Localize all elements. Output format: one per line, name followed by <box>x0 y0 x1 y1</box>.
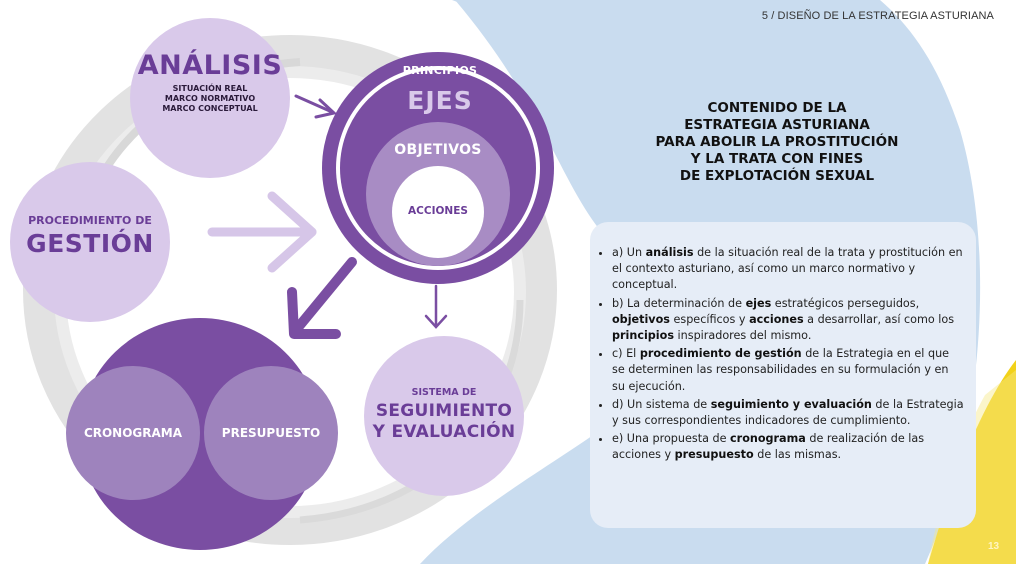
analisis-title: ANÁLISIS <box>137 50 283 81</box>
presupuesto-label: PRESUPUESTO <box>221 426 321 440</box>
content-title-line: DE EXPLOTACIÓN SEXUAL <box>679 168 875 184</box>
content-bold-term: principios <box>612 329 674 343</box>
content-text: e) Una propuesta de <box>612 432 731 446</box>
acciones-label: ACCIONES <box>408 205 468 217</box>
analisis-line-1: SITUACIÓN REAL <box>172 84 248 93</box>
content-text: b) La determinación de <box>612 296 746 310</box>
content-title-line: CONTENIDO DE LA <box>707 100 847 116</box>
content-bold-term: procedimiento de gestión <box>639 347 802 361</box>
section-label: 5 / DISEÑO DE LA ESTRATEGIA ASTURIANA <box>761 10 994 22</box>
analisis-circle <box>130 18 290 178</box>
content-text: a desarrollar, así como los <box>803 312 955 326</box>
procedimiento-line-1: PROCEDIMIENTO DE <box>28 214 152 227</box>
cronograma-label: CRONOGRAMA <box>83 426 183 440</box>
content-text: de realización de las acciones y <box>612 432 925 462</box>
content-list: a) Un análisis de la situación real de l… <box>596 245 964 466</box>
analisis-line-2: MARCO NORMATIVO <box>164 94 256 103</box>
content-text: inspiradores del mismo. <box>673 329 812 343</box>
content-title-line: Y LA TRATA CON FINES <box>690 151 864 167</box>
seguimiento-line-2: SEGUIMIENTO <box>375 401 513 421</box>
content-list-item: b) La determinación de ejes estratégicos… <box>612 296 964 345</box>
arrow-analisis-to-ejes <box>294 94 338 119</box>
content-bold-term: análisis <box>645 246 694 259</box>
content-list-item: c) El procedimiento de gestión de la Est… <box>612 346 964 395</box>
content-title: CONTENIDO DE LA ESTRATEGIA ASTURIANA PAR… <box>612 100 942 185</box>
principios-label: PRINCIPIOS <box>402 64 478 77</box>
content-text: a) Un <box>612 246 646 259</box>
content-bold-term: seguimiento y evaluación <box>710 397 872 411</box>
ejes-label: EJES <box>407 86 473 115</box>
content-title-line: ESTRATEGIA ASTURIANA <box>684 117 870 133</box>
content-list-item: a) Un análisis de la situación real de l… <box>612 245 964 294</box>
content-text: de la Estrategia en el que se determinen… <box>612 347 950 393</box>
content-title-line: PARA ABOLIR LA PROSTITUCIÓN <box>655 134 899 150</box>
procedimiento-circle <box>10 162 170 322</box>
procedimiento-line-2: GESTIÓN <box>26 229 154 258</box>
content-text: d) Un sistema de <box>612 397 711 411</box>
content-text: de las mismas. <box>753 448 842 462</box>
content-text: c) El <box>612 347 640 361</box>
content-text: de la situación real de la trata y prost… <box>612 246 963 292</box>
cronograma-circle <box>66 366 200 500</box>
content-text: estratégicos perseguidos, <box>771 296 920 310</box>
content-list-item: d) Un sistema de seguimiento y evaluació… <box>612 397 964 429</box>
objetivos-label: OBJETIVOS <box>394 142 482 158</box>
content-text: específicos y <box>669 312 750 326</box>
content-text: de la Estrategia y sus correspondientes … <box>612 397 964 428</box>
arrow-ejes-to-crono <box>287 257 357 339</box>
content-bold-term: cronograma <box>730 432 806 446</box>
content-bold-term: ejes <box>745 296 772 310</box>
acciones-circle <box>392 166 484 258</box>
presupuesto-circle <box>204 366 338 500</box>
content-list-item: e) Una propuesta de cronograma de realiz… <box>612 431 964 463</box>
seguimiento-circle <box>364 336 524 496</box>
content-bold-term: acciones <box>749 312 804 326</box>
arrow-gestion-to-ejes <box>207 191 317 273</box>
content-box <box>590 222 976 528</box>
content-bold-term: objetivos <box>612 312 670 326</box>
analisis-line-3: MARCO CONCEPTUAL <box>162 104 258 113</box>
seguimiento-line-3: Y EVALUACIÓN <box>372 422 516 442</box>
content-bold-term: presupuesto <box>674 448 754 462</box>
arrow-ejes-to-seguimiento <box>424 284 448 329</box>
page-number: 13 <box>988 541 1000 552</box>
seguimiento-line-1: SISTEMA DE <box>411 387 477 398</box>
